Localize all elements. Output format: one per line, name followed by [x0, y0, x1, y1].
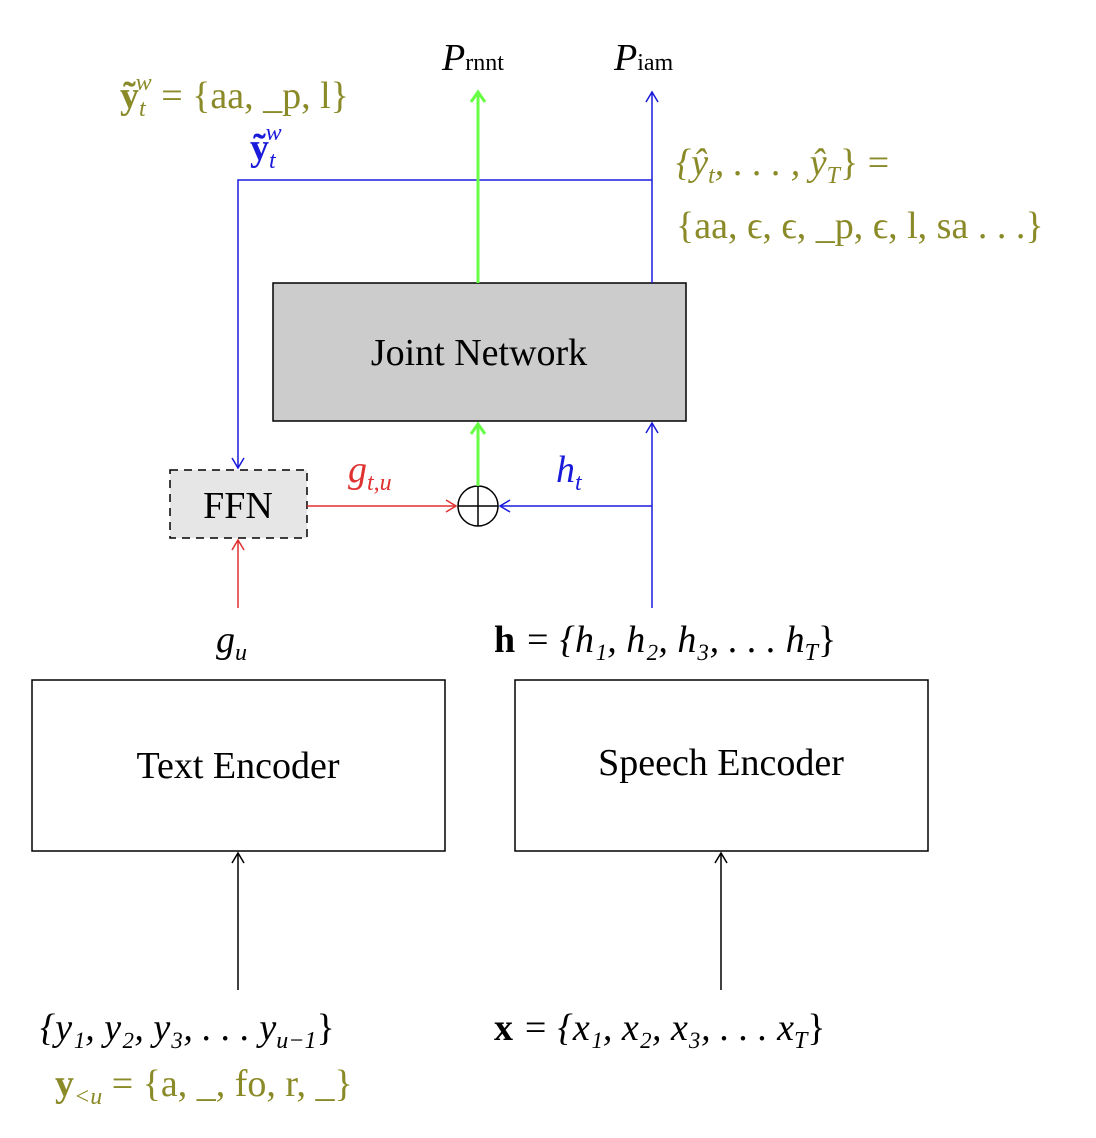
p-iam-label: Piam — [613, 37, 674, 79]
joint-network-box: Joint Network — [272, 282, 687, 422]
y-lt-u-equation: y<u = {a, _, fo, r, _} — [55, 1063, 353, 1110]
rnnt-output-arrow — [469, 89, 487, 283]
g-u-label: gu — [216, 619, 247, 666]
ffn-box: FFN — [169, 469, 308, 539]
g-tu-label: gt,u — [348, 449, 392, 496]
y-sequence: {y₁, y₂, y₃, . . . yu−1} — [40, 1007, 335, 1054]
speech-encoder-box: Speech Encoder — [514, 679, 929, 852]
yhat-line1: {ŷt, . . . , ŷT} = — [676, 142, 889, 189]
text-encoder-label: Text Encoder — [136, 745, 339, 787]
speech-encoder-label: Speech Encoder — [598, 742, 844, 784]
iam-output-arrow — [645, 90, 659, 283]
ht-arrows — [498, 421, 659, 608]
p-rnnt-label: Prnnt — [441, 37, 504, 79]
ytw-blue-label: ỹtw — [250, 120, 282, 174]
yhat-line2: {aa, ϵ, ϵ, _p, ϵ, l, sa . . .} — [676, 205, 1044, 247]
text-input-arrow — [231, 851, 245, 990]
speech-input-arrow — [714, 851, 728, 990]
gu-to-ffn-arrow — [231, 538, 245, 608]
h-sequence: h = {h₁, h₂, h₃, . . . hT} — [494, 619, 836, 666]
h-t-label: ht — [556, 449, 583, 496]
ytw-olive-equation: ỹtw = {aa, _p, l} — [120, 70, 349, 122]
sum-node — [457, 485, 499, 527]
ffn-label: FFN — [203, 485, 273, 527]
text-encoder-box: Text Encoder — [31, 679, 446, 852]
ffn-to-sum-arrow — [307, 499, 458, 513]
joint-network-label: Joint Network — [371, 332, 587, 374]
feedback-to-ffn-arrow — [231, 179, 652, 470]
x-sequence: x = {x₁, x₂, x₃, . . . xT} — [494, 1007, 826, 1054]
sum-to-joint-arrow — [469, 421, 487, 486]
